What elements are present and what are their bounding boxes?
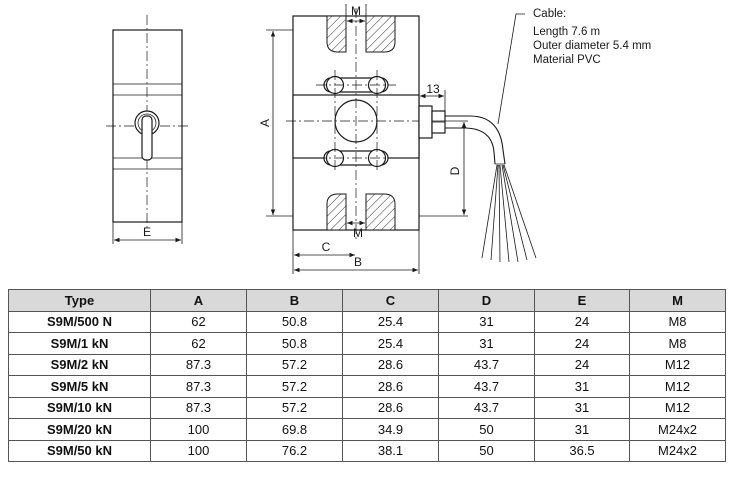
cable-wires — [481, 164, 537, 263]
cable-gland-body — [418, 105, 433, 139]
cable-wire — [499, 164, 510, 263]
cell-c: 28.6 — [342, 353, 439, 376]
cell-b: 57.2 — [246, 396, 343, 419]
side-view-cable-exit — [141, 115, 153, 161]
cell-b: 50.8 — [246, 310, 343, 333]
cell-e: 24 — [534, 353, 630, 376]
cell-e: 24 — [534, 310, 630, 333]
cell-e: 36.5 — [534, 439, 630, 462]
cell-b: 76.2 — [246, 439, 343, 462]
dim-label-e: E — [143, 225, 151, 239]
header-m: M — [629, 289, 726, 312]
dim-label-b: B — [354, 255, 362, 269]
cell-c: 25.4 — [342, 332, 439, 355]
technical-drawing: E — [106, 4, 651, 274]
cell-c: 38.1 — [342, 439, 439, 462]
cell-e: 31 — [534, 375, 630, 398]
cell-type: S9M/20 kN — [8, 418, 151, 441]
cell-a: 100 — [150, 439, 247, 462]
dim-label-13: 13 — [426, 82, 440, 96]
cable-wire — [503, 164, 537, 259]
cell-type: S9M/50 kN — [8, 439, 151, 462]
cell-type: S9M/5 kN — [8, 375, 151, 398]
top-threaded-bore — [326, 15, 396, 53]
cable-note-length: Length 7.6 m — [533, 26, 600, 38]
cable-note-leader — [497, 13, 525, 125]
cell-b: 57.2 — [246, 375, 343, 398]
cell-d: 31 — [438, 310, 535, 333]
cell-c: 28.6 — [342, 396, 439, 419]
cable-upper-edge — [445, 115, 506, 165]
cable-wire — [481, 164, 498, 259]
cell-a: 87.3 — [150, 375, 247, 398]
dim-label-m-bottom: M — [353, 226, 363, 240]
dim-label-c: C — [322, 240, 331, 254]
cable-note-diameter: Outer diameter 5.4 mm — [533, 40, 651, 52]
header-b: B — [246, 289, 343, 312]
cell-a: 62 — [150, 332, 247, 355]
cell-d: 31 — [438, 332, 535, 355]
cell-c: 25.4 — [342, 310, 439, 333]
header-d: D — [438, 289, 535, 312]
cell-b: 50.8 — [246, 332, 343, 355]
bottom-threaded-bore — [326, 193, 396, 231]
cell-m: M24x2 — [629, 439, 726, 462]
side-view: E — [106, 15, 190, 244]
cable-note-material: Material PVC — [533, 54, 601, 66]
cell-d: 43.7 — [438, 396, 535, 419]
cable-wire — [498, 164, 501, 263]
cell-d: 50 — [438, 418, 535, 441]
cell-a: 62 — [150, 310, 247, 333]
cell-b: 69.8 — [246, 418, 343, 441]
header-a: A — [150, 289, 247, 312]
cell-m: M8 — [629, 332, 726, 355]
cell-m: M12 — [629, 396, 726, 419]
cell-type: S9M/500 N — [8, 310, 151, 333]
cell-e: 31 — [534, 396, 630, 419]
cell-m: M12 — [629, 353, 726, 376]
dim-label-m-top: M — [351, 4, 361, 18]
cell-d: 50 — [438, 439, 535, 462]
cable-wire — [490, 164, 499, 261]
cell-m: M24x2 — [629, 418, 726, 441]
cell-a: 87.3 — [150, 353, 247, 376]
cell-type: S9M/2 kN — [8, 353, 151, 376]
cable-note-heading: Cable: — [533, 8, 566, 20]
cell-a: 100 — [150, 418, 247, 441]
front-view: M M A B C D 13 — [258, 4, 537, 274]
cable-note: Cable: Length 7.6 m Outer diameter 5.4 m… — [497, 8, 651, 125]
cell-d: 43.7 — [438, 375, 535, 398]
dim-label-d: D — [448, 166, 462, 175]
cell-b: 57.2 — [246, 353, 343, 376]
header-type: Type — [8, 289, 151, 312]
cell-c: 34.9 — [342, 418, 439, 441]
cable-lower-edge — [445, 127, 496, 165]
table-header-row: Type A B C D E M — [8, 289, 726, 312]
cell-e: 24 — [534, 332, 630, 355]
cell-m: M12 — [629, 375, 726, 398]
header-c: C — [342, 289, 439, 312]
cell-c: 28.6 — [342, 375, 439, 398]
dim-label-a: A — [258, 119, 272, 127]
cell-d: 43.7 — [438, 353, 535, 376]
cable-wire — [501, 164, 519, 263]
header-e: E — [534, 289, 630, 312]
cable-wire — [502, 164, 528, 261]
cell-a: 87.3 — [150, 396, 247, 419]
cell-type: S9M/1 kN — [8, 332, 151, 355]
cell-m: M8 — [629, 310, 726, 333]
cell-e: 31 — [534, 418, 630, 441]
cell-type: S9M/10 kN — [8, 396, 151, 419]
